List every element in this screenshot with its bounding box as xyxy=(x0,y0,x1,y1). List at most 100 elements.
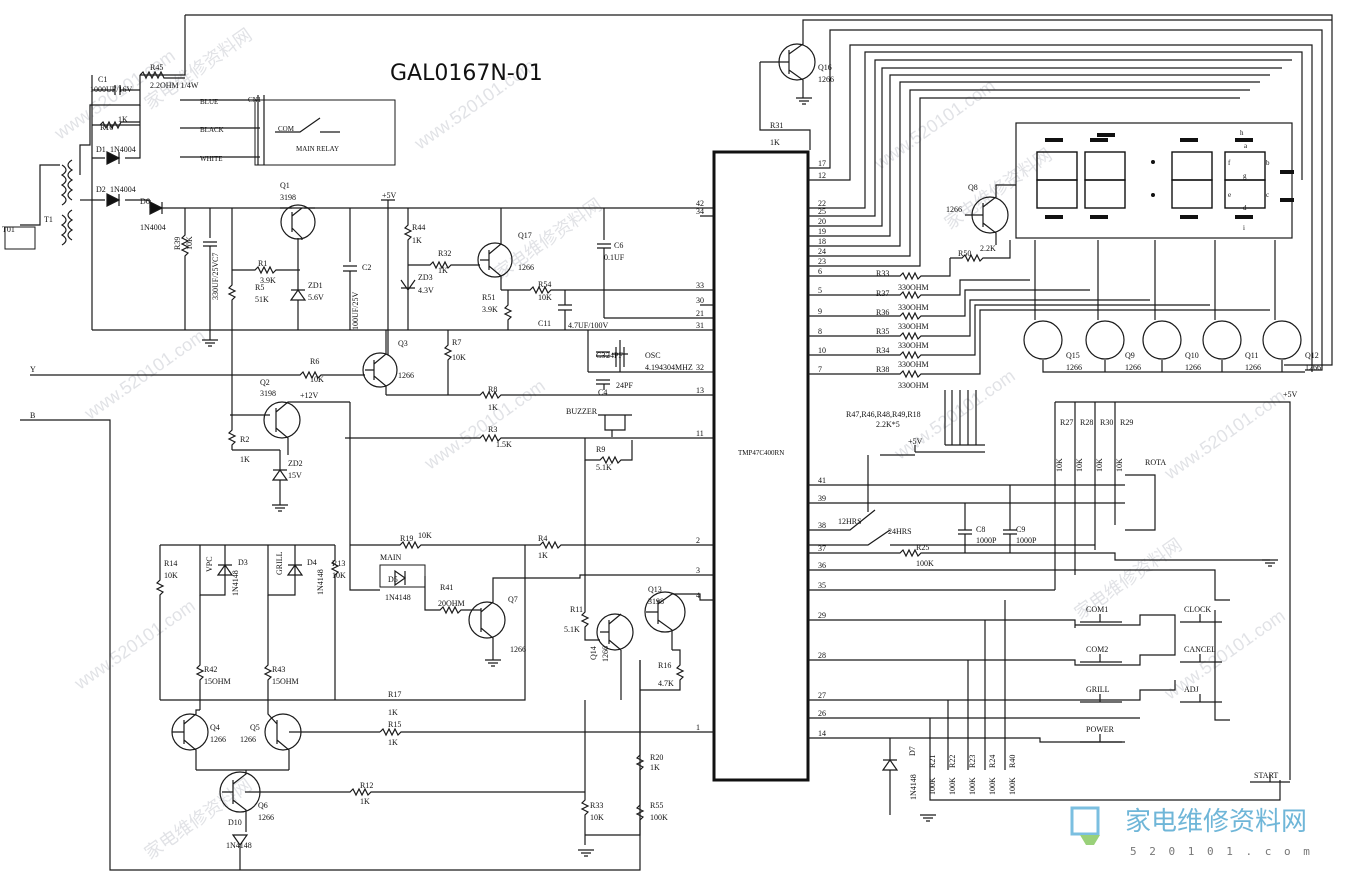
label-d3: D3 xyxy=(238,558,248,567)
label-r43v: 15OHM xyxy=(272,677,299,686)
label-oscv: 4.194304MHZ xyxy=(645,363,693,372)
mcu-pin-2: 2 xyxy=(696,536,700,545)
label-c7v: 330UF/25V xyxy=(211,262,220,300)
label-c1: C1 xyxy=(98,75,107,84)
label-q11: Q11 xyxy=(1245,351,1258,360)
label-cancel: CANCEL xyxy=(1184,645,1216,654)
mcu-pin-30: 30 xyxy=(696,296,704,305)
label-r3v: 1.5K xyxy=(496,440,512,449)
label-zd3v: 4.3V xyxy=(418,286,434,295)
label-r7v: 10K xyxy=(452,353,466,362)
label-r23v: 100K xyxy=(968,777,977,795)
label-c8v: 1000P xyxy=(976,536,997,545)
label-c4v: 24PF xyxy=(616,381,633,390)
label-r4v: 1K xyxy=(538,551,548,560)
mcu-pin-12: 12 xyxy=(818,171,826,180)
label-r38v: 330OHM xyxy=(898,381,929,390)
label-r34: R34 xyxy=(876,346,889,355)
label-r42: R42 xyxy=(204,665,217,674)
site-logo: 家电维修资料网 5 2 0 1 0 1 . c o m xyxy=(1070,806,1313,858)
label-r25: R25 xyxy=(916,543,929,552)
label-r2v: 1K xyxy=(240,455,250,464)
label-r30: R30 xyxy=(1100,418,1113,427)
label-r37: R37 xyxy=(876,289,889,298)
label-q7: Q7 xyxy=(508,595,518,604)
mcu-pin-10: 10 xyxy=(818,346,826,355)
label-r44: R44 xyxy=(412,223,425,232)
mcu-pin-38: 38 xyxy=(818,521,826,530)
segment-i: i xyxy=(1243,224,1245,232)
label-r19v: 10K xyxy=(418,531,432,540)
label-q15: Q15 xyxy=(1066,351,1080,360)
label-r6v: 10K xyxy=(310,375,324,384)
label-q6: Q6 xyxy=(258,801,268,810)
label-adj: ADJ xyxy=(1184,685,1199,694)
label-r15: R15 xyxy=(388,720,401,729)
label-rnet: R47,R46,R48,R49,R18 xyxy=(846,410,921,419)
mcu-pin-13: 13 xyxy=(696,386,704,395)
label-r54: R54 xyxy=(538,280,551,289)
label-r30v: 10K xyxy=(1095,458,1104,472)
mcu-pin-24: 24 xyxy=(818,247,826,256)
label-r33x: R33 xyxy=(590,801,603,810)
mcu-pin-28: 28 xyxy=(818,651,826,660)
label-r54v: 10K xyxy=(538,293,552,302)
watermark-cn-3: 家电维修资料网 xyxy=(941,145,1056,234)
label-r36: R36 xyxy=(876,308,889,317)
label-q8: Q8 xyxy=(968,183,978,192)
watermark-site-5: www.520101.com xyxy=(70,595,199,693)
mcu-pin-7: 7 xyxy=(818,365,822,374)
label-r24: R24 xyxy=(988,755,997,768)
label-r28: R28 xyxy=(1080,418,1093,427)
label-r1v: 3.9K xyxy=(260,276,276,285)
label-r17v: 1K xyxy=(388,708,398,717)
label-d6v: 1N4004 xyxy=(140,223,166,232)
label-r16: R16 xyxy=(658,661,671,670)
relay-com: COM xyxy=(278,125,295,133)
label-c7: C7 xyxy=(211,253,220,262)
label-q5v: 1266 xyxy=(240,735,256,744)
label-r51v: 3.9K xyxy=(482,305,498,314)
label-r34v: 330OHM xyxy=(898,360,929,369)
mcu-ic-label: TMP47C400RN xyxy=(738,449,784,457)
label-power: POWER xyxy=(1086,725,1115,734)
label-q9v: 1266 xyxy=(1125,363,1141,372)
label-r29v: 10K xyxy=(1115,458,1124,472)
label-r55: R55 xyxy=(650,801,663,810)
label-r5: R5 xyxy=(255,283,264,292)
mcu-pin-33: 33 xyxy=(696,281,704,290)
label-r55v: 100K xyxy=(650,813,668,822)
label-r44v: 1K xyxy=(412,236,422,245)
mcu-pin-11: 11 xyxy=(696,429,704,438)
mcu-pin-14: 14 xyxy=(818,729,826,738)
label-q14: Q14 xyxy=(589,646,598,660)
label-q2v: 3198 xyxy=(260,389,276,398)
label-r21: R21 xyxy=(928,755,937,768)
label-r33v: 330OHM xyxy=(898,283,929,292)
label-grillk: GRILL xyxy=(1086,685,1110,694)
label-r33: R33 xyxy=(876,269,889,278)
label-zd2v: 15V xyxy=(288,471,302,480)
label-r51: R51 xyxy=(482,293,495,302)
label-r38: R38 xyxy=(876,365,889,374)
label-zd1: ZD1 xyxy=(308,281,323,290)
segment-f: f xyxy=(1228,159,1231,167)
label-rnetv: 2.2K*5 xyxy=(876,420,900,429)
net-plus12v: +12V xyxy=(300,391,319,400)
label-r36v: 330OHM xyxy=(898,322,929,331)
label-r35v: 330OHM xyxy=(898,341,929,350)
label-c9: C9 xyxy=(1016,525,1025,534)
mcu-pin-4: 4 xyxy=(696,591,700,600)
label-c4: C4 xyxy=(598,388,607,397)
label-d10: D10 xyxy=(228,818,242,827)
label-r9: R9 xyxy=(596,445,605,454)
relay-white: WHITE xyxy=(200,155,223,163)
logo-url: 5 2 0 1 0 1 . c o m xyxy=(1130,845,1313,858)
segment-g: g xyxy=(1243,172,1247,180)
label-d4v: 1N4148 xyxy=(316,569,325,595)
segment-h: h xyxy=(1240,129,1244,137)
relay-main: MAIN RELAY xyxy=(296,145,339,153)
label-q10v: 1266 xyxy=(1185,363,1201,372)
label-q4: Q4 xyxy=(210,723,220,732)
